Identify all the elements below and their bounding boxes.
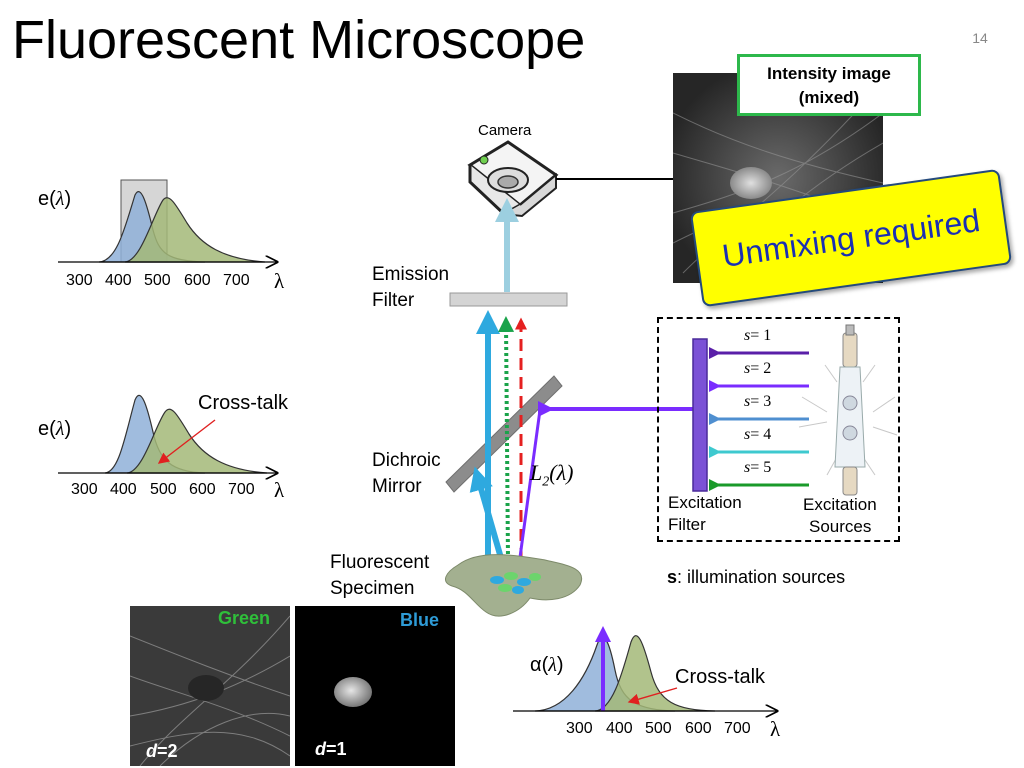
emission-mid-tick-400: 400 [110,481,137,498]
illumination-note: s: illumination sources [667,567,846,587]
blue-channel-texture [295,606,455,766]
absorption-plot-graphic [513,626,795,725]
specimen-label-2: Specimen [330,578,415,599]
dichroic-mirror [445,375,563,493]
emission-mid-xlabel: λ [274,478,285,502]
blue-channel-tile: Blue d=1 [295,606,455,766]
absorption-tick-500: 500 [645,720,672,737]
excitation-sources-label-2: Sources [809,517,872,536]
emission-mid-tick-300: 300 [71,481,98,498]
source-label-4: s= 4 [744,426,772,443]
absorption-tick-600: 600 [685,720,712,737]
green-channel-texture [130,606,290,766]
excitation-filter-label-2: Filter [668,515,706,534]
camera-label: Camera [478,122,532,139]
emission-top-ylabel: e(λ) [38,188,72,210]
green-channel-name: Green [217,608,270,628]
excitation-beam-down [513,409,542,577]
absorption-ylabel: α(λ) [530,654,564,676]
green-beam-up [498,316,515,561]
excitation-filter-label-1: Excitation [668,493,742,512]
emission-top-tick-700: 700 [223,272,250,289]
absorption-tick-700: 700 [724,720,751,737]
source-label-3: s= 3 [744,393,772,410]
emission-mid-ylabel: e(λ) [38,418,72,440]
emission-filter-label-2: Filter [372,290,415,311]
emission-plot-mid-graphic [58,394,290,500]
excitation-filter-bar [692,338,708,492]
emission-mid-tick-700: 700 [228,481,255,498]
blue-channel-d: d=1 [315,739,347,759]
source-label-1: s= 1 [744,327,772,344]
specimen-label-1: Fluorescent [330,552,430,573]
cross-talk-arrow [157,419,216,464]
emission-filter [449,292,568,307]
dichroic-label-1: Dichroic [372,450,441,471]
emission-mid-tick-500: 500 [150,481,177,498]
slide-title: Fluorescent Microscope [12,10,586,70]
lamp-icon [798,324,898,496]
emission-plot-top-graphic [58,179,290,295]
page-number: 14 [972,30,988,46]
excitation-graphic [692,324,898,496]
source-label-5: s= 5 [744,459,772,476]
dichroic-label-2: Mirror [372,476,422,497]
camera-icon [467,140,559,218]
emission-mid-tick-600: 600 [189,481,216,498]
excitation-sources-label-1: Excitation [803,495,877,514]
cross-talk-arrow [627,687,678,705]
emission-top-tick-400: 400 [105,272,132,289]
cross-talk-label-abs: Cross-talk [675,666,766,688]
green-absorption-curve [594,635,716,712]
absorption-tick-300: 300 [566,720,593,737]
cross-talk-label-mid: Cross-talk [198,392,289,414]
emission-top-tick-600: 600 [184,272,211,289]
specimen-icon [444,554,583,617]
intensity-image-label: Intensity image(mixed) [737,54,921,116]
light-path-label: L2(λ) [530,460,574,490]
emission-top-tick-300: 300 [66,272,93,289]
green-channel-d: d=2 [146,741,178,761]
absorption-xlabel: λ [770,717,781,741]
excitation-box [657,317,900,542]
emission-top-xlabel: λ [274,269,285,293]
blue-channel-name: Blue [399,610,439,630]
green-channel-tile: Green d=2 [130,606,290,766]
green-emission-curve [124,197,266,263]
absorption-tick-400: 400 [606,720,633,737]
emission-filter-label-1: Emission [372,264,450,285]
source-label-2: s= 2 [744,360,772,377]
emission-top-tick-500: 500 [144,272,171,289]
